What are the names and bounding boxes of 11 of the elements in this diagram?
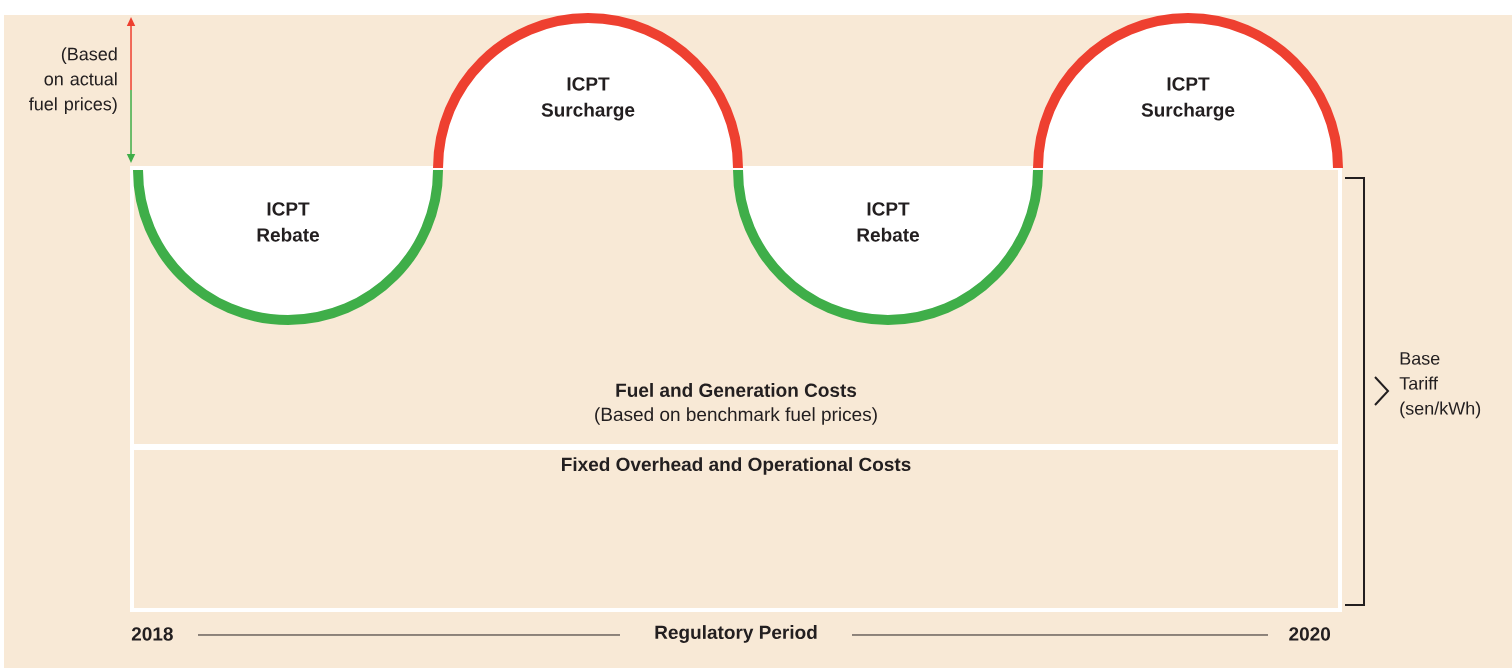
cost-box: Fixed Overhead and Operational Costs	[130, 446, 1342, 612]
bracket-label: Base Tariff (sen/kWh)	[1399, 352, 1481, 419]
surcharge-semicircle: ICPT Surcharge	[433, 13, 743, 169]
node-label: ICPT Rebate	[257, 202, 320, 242]
rebate-semicircle: ICPT Rebate	[133, 169, 443, 325]
node-label: ICPT Rebate	[857, 202, 920, 242]
node-label: ICPT Surcharge	[1141, 77, 1235, 121]
node-label: ICPT Surcharge	[541, 77, 635, 121]
axis-label: (Based on actual fuel prices)	[29, 47, 117, 114]
rebate-semicircle: ICPT Rebate	[733, 169, 1043, 325]
surcharge-semicircle: ICPT Surcharge	[1033, 13, 1343, 169]
